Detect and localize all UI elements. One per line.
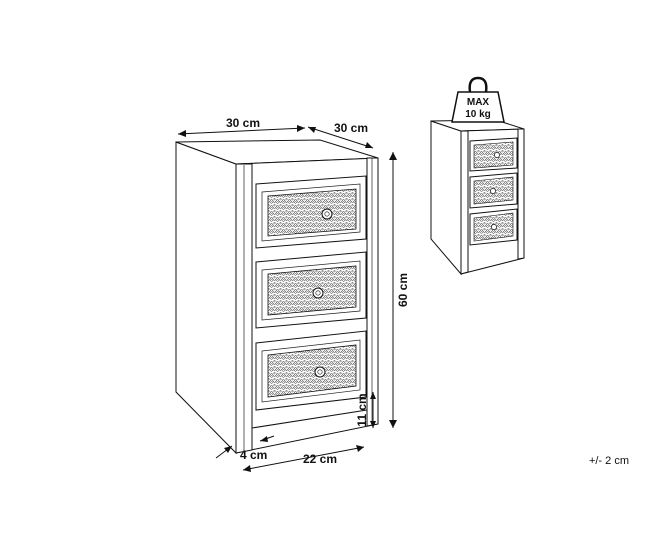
dimension-base-height: 11 cm: [355, 392, 376, 428]
small-drawer-1: [469, 137, 518, 172]
tolerance-note: +/- 2 cm: [589, 455, 629, 467]
max-load-line2: 10 kg: [465, 109, 491, 120]
drawer-1-knob: [321, 208, 333, 220]
main-cabinet: [175, 139, 379, 455]
cabinet-side-panel: [175, 141, 237, 455]
drawer-2-knob: [312, 287, 324, 299]
small-drawer-2: [469, 172, 518, 209]
drawer-1: [255, 175, 367, 249]
drawer-1-mirror-inlay: [267, 188, 357, 237]
base-height-label: 11 cm: [355, 393, 369, 426]
dimension-width-bottom: 22 cm: [242, 445, 365, 472]
drawer-2-mirror-inlay: [267, 265, 357, 316]
dimension-height: 60 cm: [389, 152, 410, 428]
drawer-2: [255, 251, 367, 329]
width-bottom-label: 22 cm: [303, 452, 337, 466]
dimension-leg-offset: 4 cm: [215, 435, 275, 462]
max-load-weight-icon: MAX 10 kg: [451, 76, 505, 123]
small-cabinet-side: [430, 120, 462, 276]
small-drawer-3: [469, 208, 518, 246]
drawer-3-mirror-inlay: [267, 344, 357, 398]
drawer-3-knob: [314, 366, 326, 378]
max-load-line1: MAX: [467, 97, 490, 108]
front-right-pilaster: [366, 157, 379, 427]
dimension-depth-top: 30 cm: [307, 121, 374, 149]
small-cabinet: [430, 119, 525, 276]
dimension-width-top: 30 cm: [177, 116, 306, 137]
drawer-3: [255, 330, 367, 411]
height-label: 60 cm: [396, 273, 410, 307]
leg-offset-label: 4 cm: [240, 448, 267, 462]
depth-top-label: 30 cm: [334, 121, 368, 135]
width-top-label: 30 cm: [226, 116, 260, 130]
